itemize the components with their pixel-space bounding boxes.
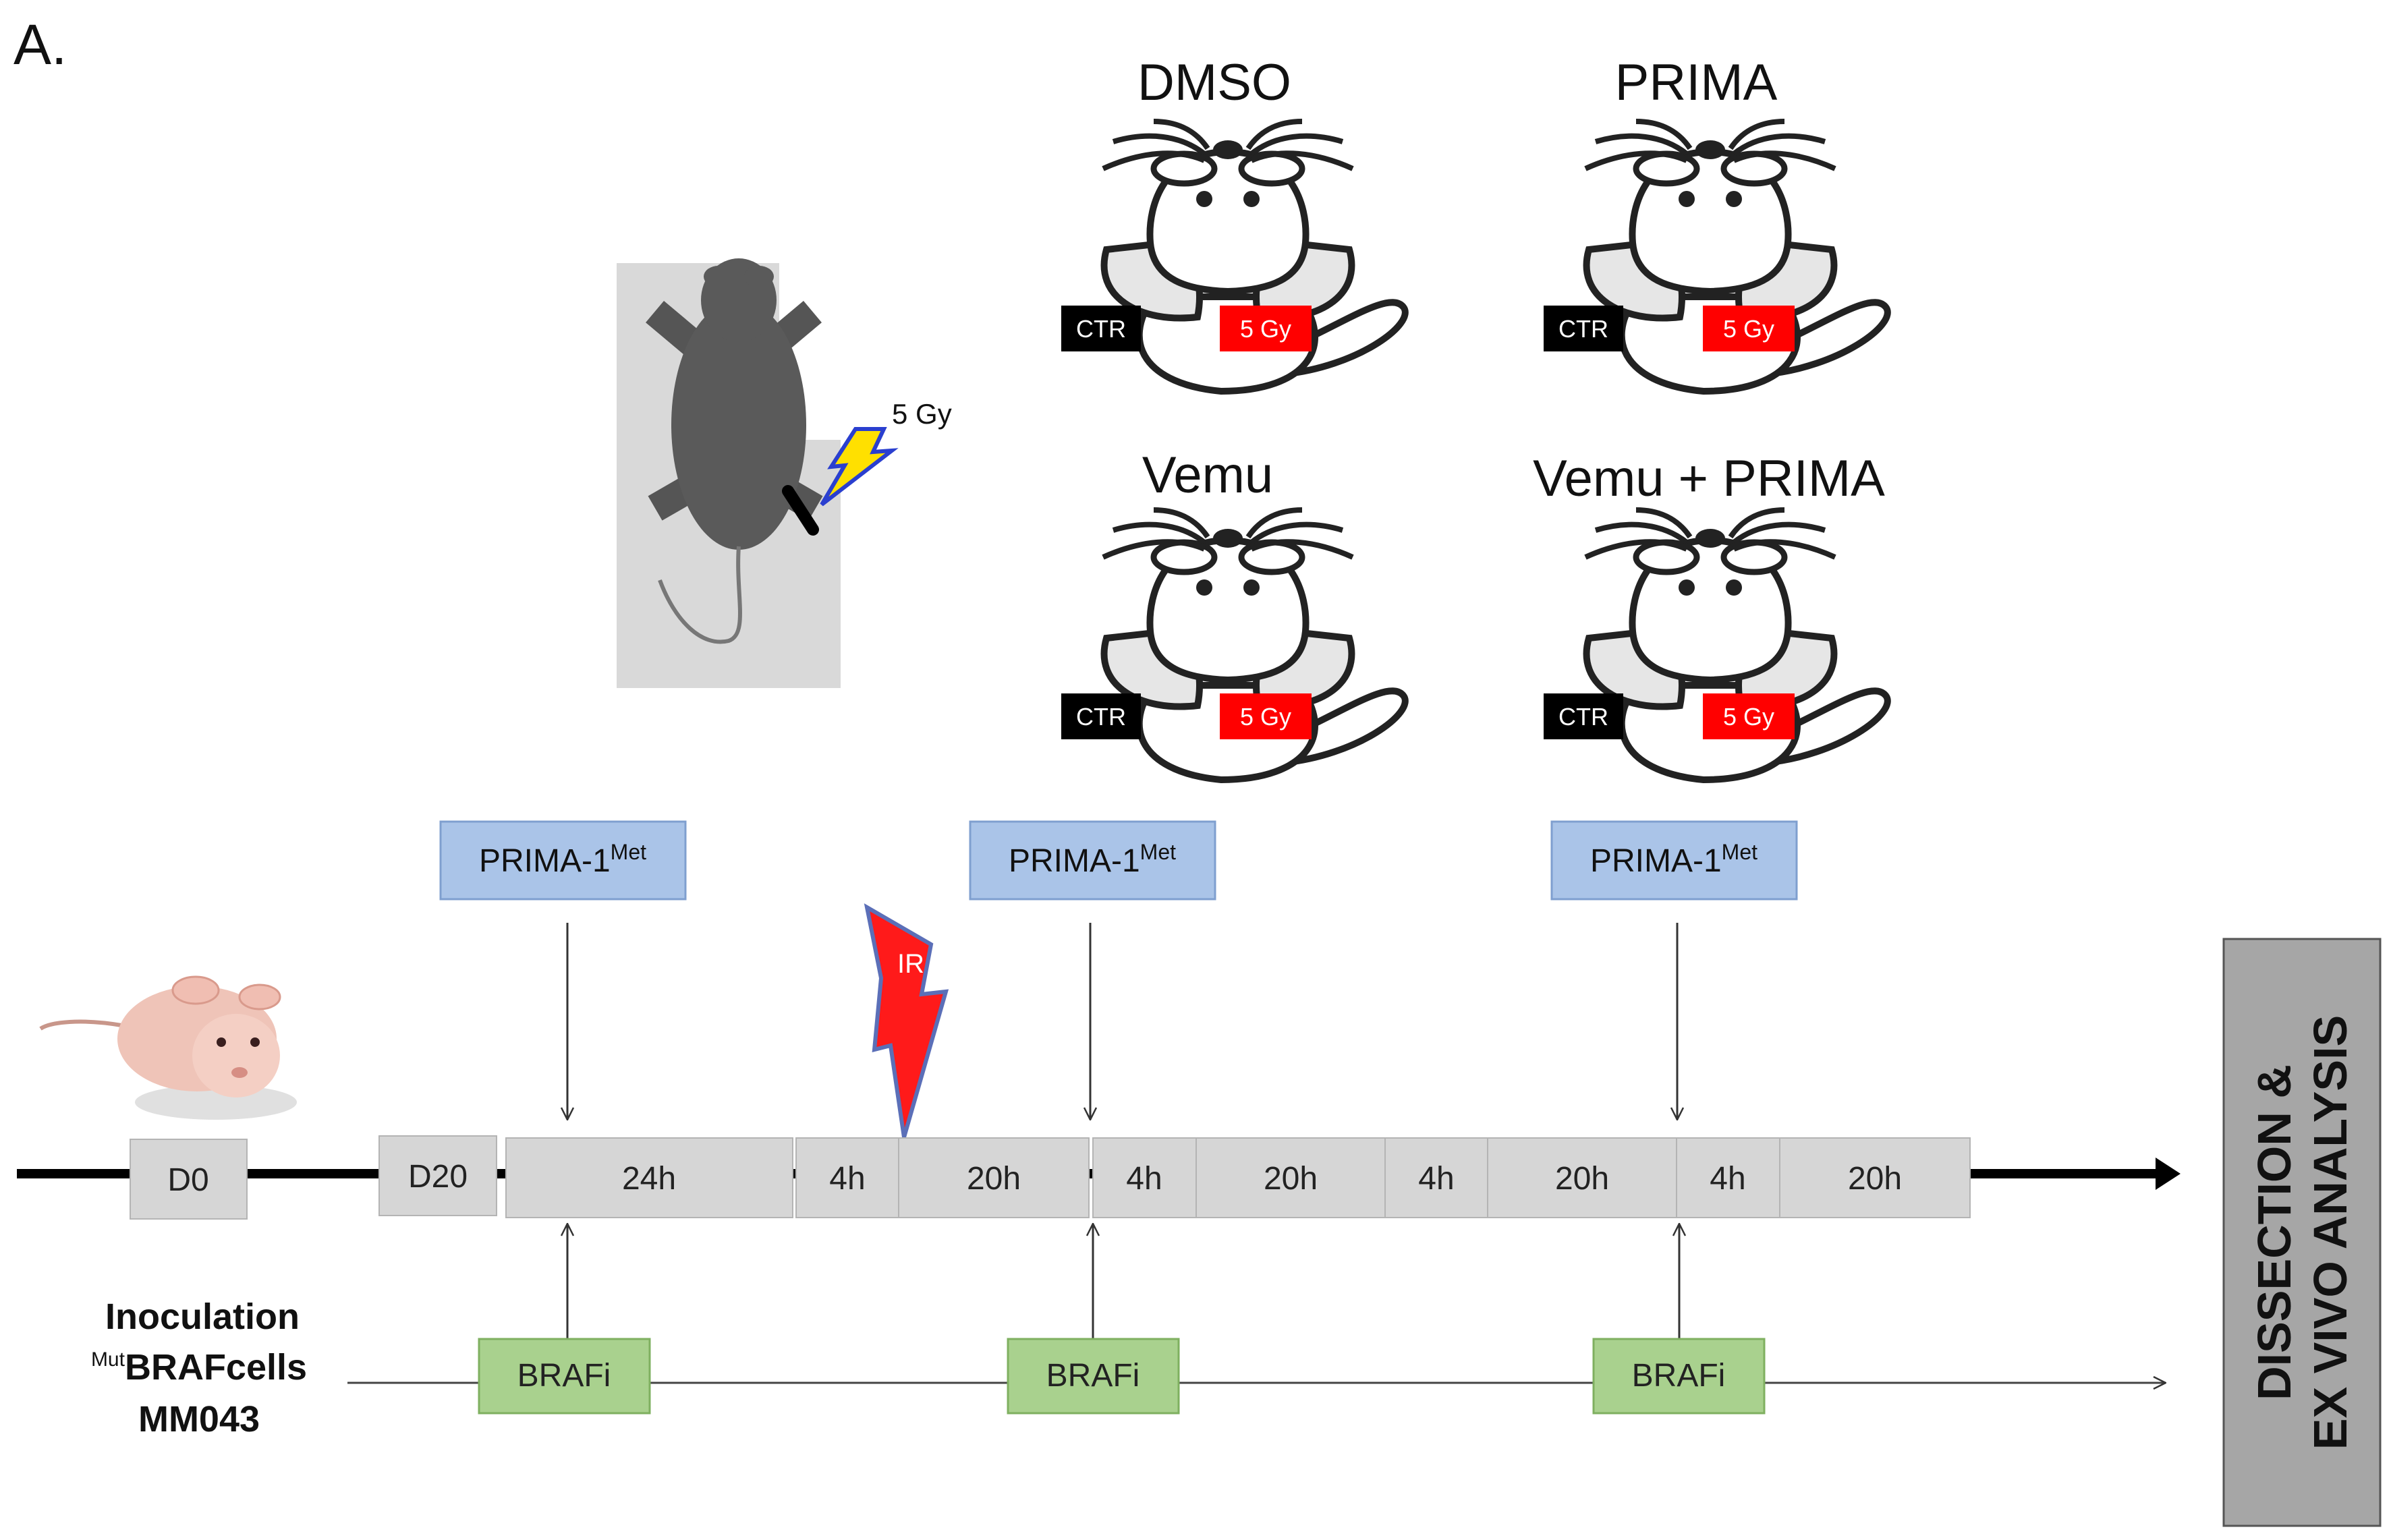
- ctr-tag-label: CTR: [1076, 315, 1126, 343]
- svg-text:MutBRAFcells: MutBRAFcells: [91, 1347, 307, 1388]
- prima-superscript: Met: [611, 840, 646, 864]
- dose-lightning-bolt-icon: [820, 427, 899, 507]
- restrained-mouse-irradiation-icon: [617, 258, 914, 688]
- prima-superscript: Met: [1722, 840, 1757, 864]
- group-title: Vemu + PRIMA: [1533, 450, 1885, 507]
- dose-label: 5 Gy: [892, 398, 952, 430]
- ctr-tag-label: CTR: [1558, 315, 1608, 343]
- brafi-treatment-2: BRAFi: [1007, 1224, 1180, 1415]
- ctr-tag: [1061, 306, 1141, 351]
- timeline-label: D20: [408, 1159, 468, 1195]
- timeline-segment: [505, 1137, 793, 1218]
- prima-superscript: Met: [1140, 840, 1176, 864]
- ctr-tag-label: CTR: [1076, 703, 1126, 731]
- timeline-segment-label: 20h: [967, 1161, 1021, 1197]
- timeline-segment: [1092, 1137, 1197, 1218]
- brafi-label: BRAFi: [1046, 1358, 1140, 1394]
- brafi-treatment-3: BRAFi: [1592, 1224, 1766, 1415]
- timeline-box-d20: D20: [378, 1135, 497, 1216]
- panel-label: A.: [13, 13, 67, 76]
- timeline-segment-label: 4h: [829, 1161, 865, 1197]
- prima-treatment-1: PRIMA-1Met: [439, 820, 687, 1120]
- timeline-segment: [1487, 1137, 1677, 1218]
- dissection-analysis-box: DISSECTION & EX VIVO ANALYSIS: [2222, 938, 2382, 1527]
- prima-treatment-2: PRIMA-1Met: [969, 820, 1216, 1120]
- brafi-label: BRAFi: [1632, 1358, 1726, 1394]
- timeline-segment: [1676, 1137, 1780, 1218]
- prima-label: PRIMA-1: [1590, 843, 1722, 879]
- brafi-label: BRAFi: [517, 1358, 611, 1394]
- inoculation-line-2: BRAFcells: [125, 1347, 307, 1388]
- timeline-segment-label: 4h: [1126, 1161, 1162, 1197]
- inoculation-label: Inoculation MutBRAFcells MM043: [91, 1296, 307, 1439]
- nude-mouse-photo-icon: [39, 975, 297, 1120]
- prima-treatment-3: PRIMA-1Met: [1550, 820, 1798, 1120]
- brafi-treatment-1: BRAFi: [478, 1224, 651, 1415]
- group-dmso: DMSO CTR 5 Gy: [1061, 54, 1405, 391]
- inoculation-superscript: Mut: [91, 1348, 125, 1371]
- timeline-segment-label: 4h: [1418, 1161, 1454, 1197]
- timeline-segment-label: 20h: [1264, 1161, 1318, 1197]
- ctr-tag-label: CTR: [1558, 703, 1608, 731]
- timeline-segment: [1196, 1137, 1386, 1218]
- group-title: Vemu: [1142, 447, 1273, 504]
- timeline-label: D0: [167, 1162, 208, 1198]
- group-title: DMSO: [1137, 54, 1291, 111]
- ir-lightning-bolt-icon: IR: [864, 903, 949, 1138]
- group-title: PRIMA: [1615, 54, 1778, 111]
- svg-text:PRIMA-1Met: PRIMA-1Met: [1009, 840, 1176, 879]
- timeline-segments: 24h 4h 20h 4h 20h 4h 20h 4h 20h: [505, 1137, 1971, 1218]
- timeline-segment: [1779, 1137, 1971, 1218]
- group-vemu: Vemu CTR 5 Gy: [1061, 447, 1405, 780]
- timeline-segment: [898, 1137, 1090, 1218]
- irradiated-tag-label: 5 Gy: [1723, 315, 1774, 343]
- timeline-box-d0: D0: [130, 1139, 248, 1220]
- irradiated-tag-label: 5 Gy: [1240, 703, 1291, 731]
- final-box-line-2: EX VIVO ANALYSIS: [2304, 1015, 2357, 1450]
- timeline-segment-label: 24h: [622, 1161, 676, 1197]
- timeline-arrowhead: [2156, 1158, 2181, 1190]
- irradiated-tag: [1220, 306, 1312, 351]
- irradiated-tag-label: 5 Gy: [1723, 703, 1774, 731]
- irradiated-tag-label: 5 Gy: [1240, 315, 1291, 343]
- ir-label: IR: [897, 949, 924, 979]
- ctr-tag: [1544, 693, 1623, 739]
- timeline-segment: [1384, 1137, 1488, 1218]
- prima-label: PRIMA-1: [1009, 843, 1140, 879]
- ctr-tag: [1544, 306, 1623, 351]
- svg-text:PRIMA-1Met: PRIMA-1Met: [1590, 840, 1757, 879]
- timeline-segment-label: 4h: [1710, 1161, 1745, 1197]
- timeline-segment-label: 20h: [1848, 1161, 1902, 1197]
- final-box-line-1: DISSECTION &: [2248, 1064, 2301, 1400]
- group-prima: PRIMA CTR 5 Gy: [1544, 54, 1888, 391]
- ctr-tag: [1061, 693, 1141, 739]
- svg-text:PRIMA-1Met: PRIMA-1Met: [479, 840, 646, 879]
- irradiated-tag: [1220, 693, 1312, 739]
- irradiated-tag: [1703, 306, 1795, 351]
- inoculation-line-1: Inoculation: [105, 1296, 300, 1337]
- timeline-segment: [795, 1137, 899, 1218]
- inoculation-line-3: MM043: [138, 1399, 260, 1439]
- prima-label: PRIMA-1: [479, 843, 611, 879]
- group-vemu-prima: Vemu + PRIMA CTR 5 Gy: [1533, 450, 1888, 780]
- irradiated-tag: [1703, 693, 1795, 739]
- timeline-segment-label: 20h: [1555, 1161, 1609, 1197]
